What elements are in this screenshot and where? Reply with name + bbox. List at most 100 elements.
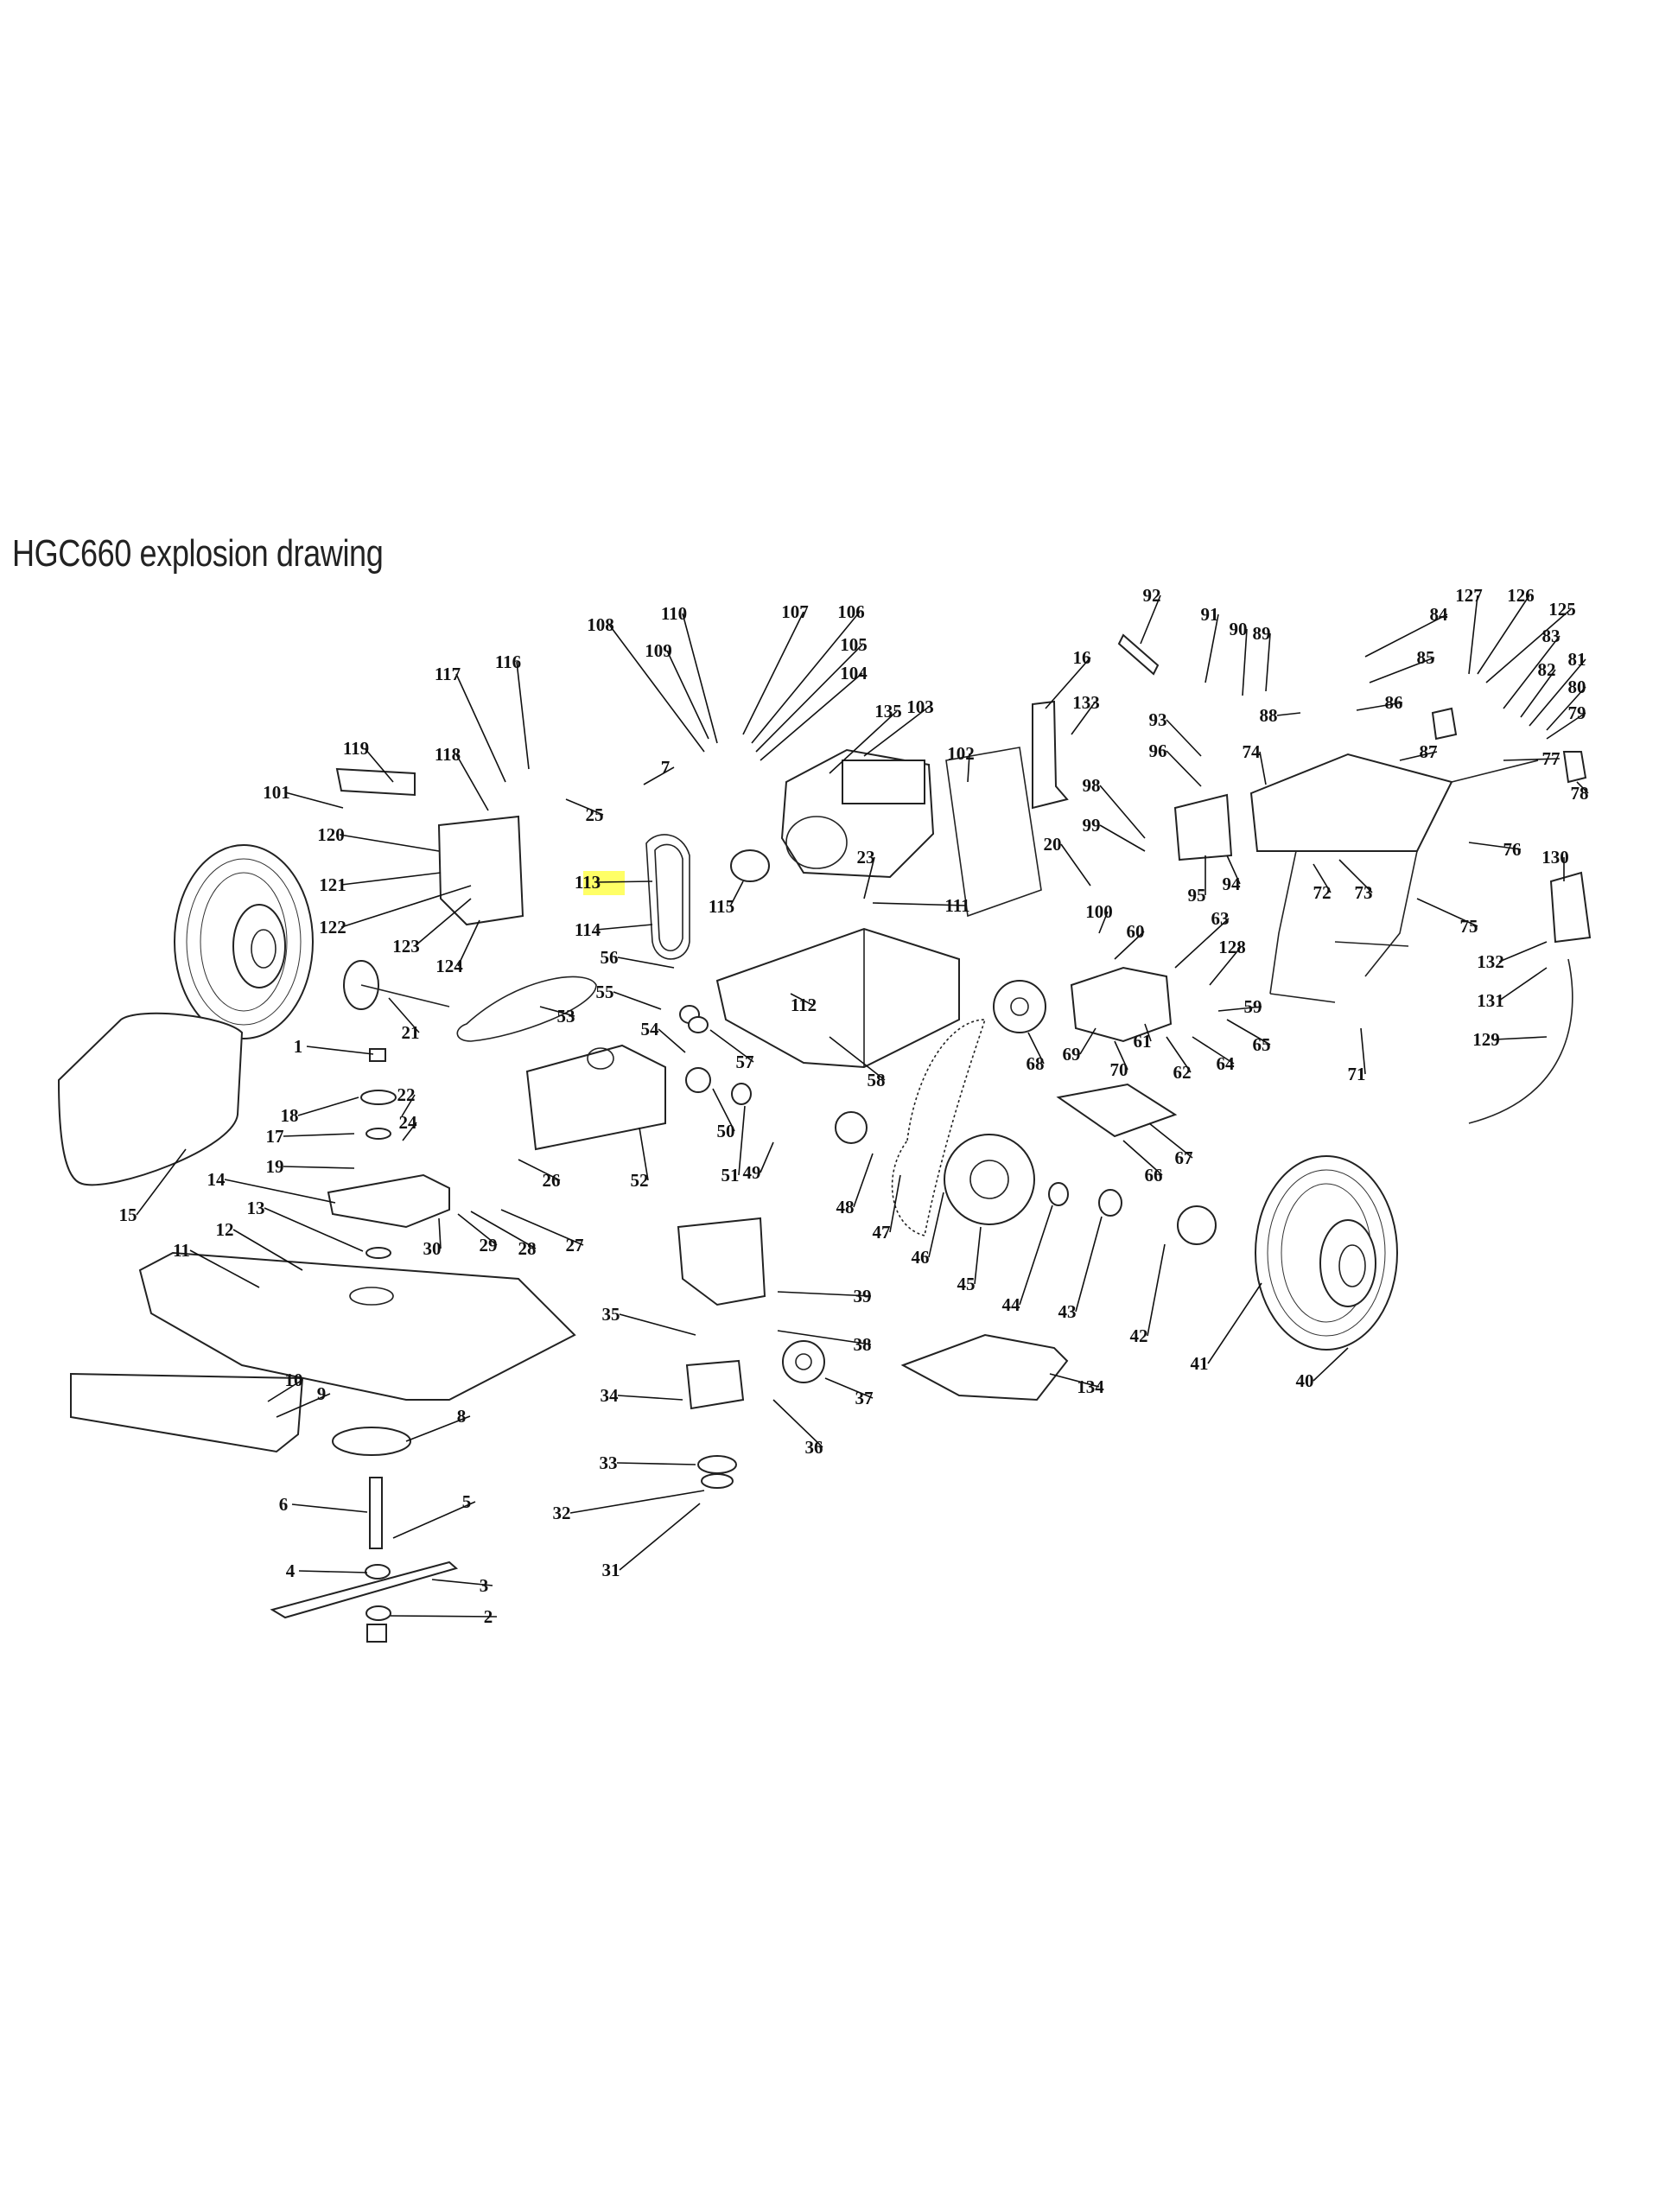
callout-label-86: 86 [1385,692,1403,713]
callout-label-34: 34 [601,1385,620,1406]
leader-line-103 [863,706,930,757]
leader-line-81 [1529,658,1586,727]
drawing-title: HGC660 explosion drawing [12,532,384,575]
callout-label-21: 21 [402,1022,420,1043]
leader-line-75 [1416,898,1478,927]
leader-line-33 [616,1462,696,1465]
leader-line-13 [264,1207,364,1252]
leader-line-71 [1360,1027,1366,1075]
leader-line-93 [1166,719,1202,757]
callout-label-14: 14 [207,1169,226,1190]
callout-label-105: 105 [840,634,868,655]
leader-line-60 [1114,931,1145,960]
leader-line-30 [438,1217,442,1249]
leader-line-37 [824,1377,874,1399]
callout-label-30: 30 [423,1238,442,1259]
callout-label-33: 33 [600,1452,618,1473]
callout-label-3: 3 [480,1575,489,1596]
leader-line-129 [1494,1036,1548,1040]
leader-line-59 [1217,1006,1262,1012]
callout-label-58: 58 [868,1070,886,1090]
callout-label-99: 99 [1083,815,1101,836]
callout-label-63: 63 [1211,908,1230,929]
leader-line-6 [291,1503,368,1513]
left-wheel [174,844,314,1039]
leader-line-52 [639,1127,649,1181]
leader-line-11 [189,1249,260,1288]
callout-label-117: 117 [435,664,461,684]
callout-label-28: 28 [518,1238,537,1259]
callout-label-73: 73 [1355,882,1373,903]
leader-line-133 [1071,702,1096,735]
callout-label-70: 70 [1110,1059,1128,1080]
callout-label-72: 72 [1313,882,1332,903]
callout-label-54: 54 [641,1019,660,1039]
callout-label-9: 9 [317,1383,327,1404]
leader-line-67 [1148,1122,1193,1159]
callout-label-51: 51 [721,1165,740,1185]
callout-label-61: 61 [1134,1031,1152,1052]
leader-line-10 [267,1379,303,1402]
callout-label-23: 23 [857,847,875,868]
leader-line-65 [1226,1019,1271,1046]
callout-label-53: 53 [557,1006,575,1027]
leader-line-42 [1147,1243,1166,1337]
callout-label-15: 15 [119,1205,137,1225]
callout-label-57: 57 [736,1052,754,1072]
callout-label-127: 127 [1455,585,1483,606]
callout-label-76: 76 [1503,839,1522,860]
callout-label-69: 69 [1063,1044,1081,1065]
leader-line-43 [1075,1216,1103,1313]
leader-line-34 [617,1395,683,1401]
callout-label-102: 102 [947,743,975,764]
callout-label-60: 60 [1127,921,1145,942]
callout-label-130: 130 [1541,847,1569,868]
callout-label-79: 79 [1568,702,1586,723]
leader-line-27 [500,1209,584,1246]
callout-label-134: 134 [1077,1376,1104,1397]
callout-label-4: 4 [286,1560,296,1581]
leader-line-17 [283,1133,355,1137]
leader-line-117 [455,673,506,783]
spindle-housing [332,1427,411,1456]
leader-line-53 [539,1006,575,1017]
callout-label-29: 29 [480,1235,498,1255]
left-axle [343,960,450,1010]
callout-label-132: 132 [1477,951,1504,972]
leader-line-98 [1099,785,1146,839]
leader-line-24 [402,1122,417,1141]
callout-label-65: 65 [1253,1034,1271,1055]
callout-label-25: 25 [586,804,604,825]
leader-line-127 [1468,594,1478,675]
callout-label-80: 80 [1568,677,1586,697]
leader-line-118 [455,753,489,811]
callout-label-88: 88 [1260,705,1278,726]
callout-label-56: 56 [601,947,619,968]
callout-label-35: 35 [602,1304,620,1325]
gearbox [1070,966,1173,1043]
callout-label-78: 78 [1571,783,1589,804]
leader-line-32 [569,1490,705,1514]
engine [780,748,935,879]
leader-line-12 [232,1229,303,1271]
callout-label-81: 81 [1568,649,1586,670]
leader-line-14 [224,1179,336,1204]
callout-label-68: 68 [1027,1053,1045,1074]
callout-label-121: 121 [319,874,346,895]
callout-label-123: 123 [392,936,420,957]
leader-line-45 [974,1226,982,1285]
leader-line-38 [777,1330,872,1345]
callout-label-133: 133 [1072,692,1100,713]
callout-label-31: 31 [602,1560,620,1580]
callout-label-8: 8 [457,1406,467,1427]
leader-line-91 [1205,613,1219,683]
callout-label-40: 40 [1296,1370,1314,1391]
callout-label-89: 89 [1253,623,1271,644]
callout-label-116: 116 [495,652,521,672]
leader-line-87 [1399,751,1438,761]
callout-label-45: 45 [957,1274,976,1294]
leader-line-15 [136,1148,187,1216]
leader-line-47 [889,1174,901,1233]
callout-label-110: 110 [661,603,687,624]
